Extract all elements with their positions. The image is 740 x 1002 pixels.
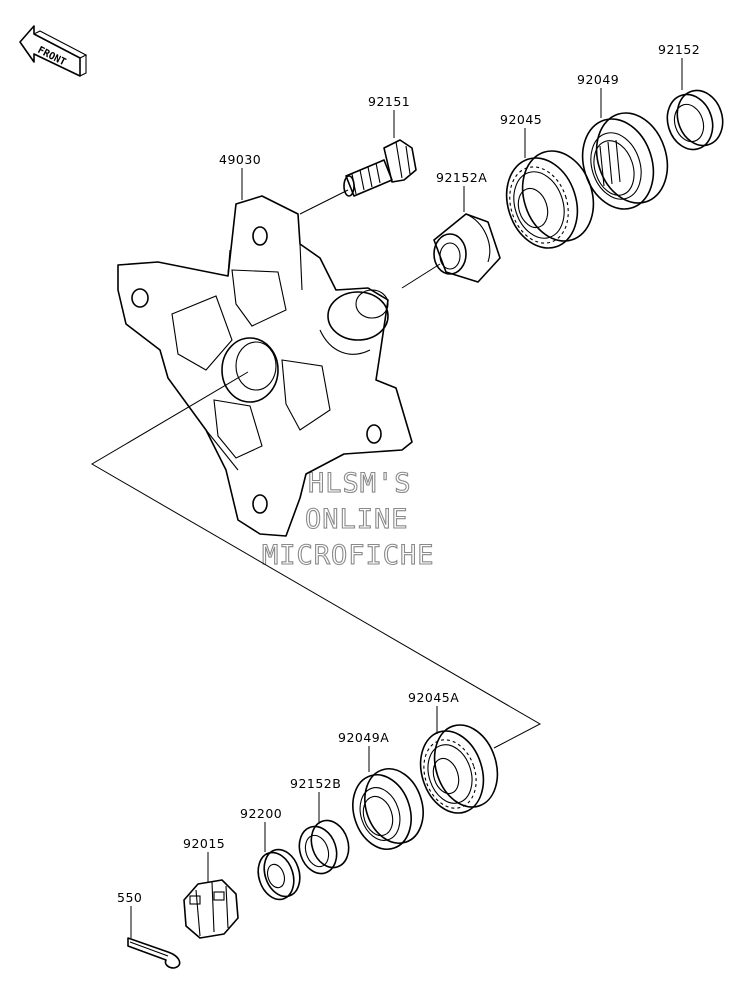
oil-seal-92049A: [352, 768, 424, 850]
watermark: HLSM'S ONLINE MICROFICHE: [261, 467, 435, 571]
label-92049: 92049: [577, 72, 619, 87]
label-92015: 92015: [183, 836, 225, 851]
label-49030: 49030: [219, 152, 261, 167]
stud-bolt: [343, 139, 417, 197]
cotter-pin-550: [127, 937, 181, 969]
label-92152B: 92152B: [290, 776, 341, 791]
watermark-line-1: HLSM'S: [308, 468, 412, 499]
collar-92152A: [433, 213, 501, 283]
hub: [117, 195, 413, 537]
label-92049A: 92049A: [338, 730, 389, 745]
collar-92152B: [298, 819, 350, 875]
watermark-line-2: ONLINE: [305, 504, 409, 535]
castle-nut-92015: [183, 879, 239, 939]
assembly-bracket-lines: [91, 189, 542, 749]
label-92200: 92200: [240, 806, 282, 821]
washer-92200: [257, 848, 301, 901]
label-92151: 92151: [368, 94, 410, 109]
label-550: 550: [117, 890, 142, 905]
front-arrow-icon: FRONT: [19, 25, 88, 77]
leader-lines: [130, 58, 683, 938]
label-92045A: 92045A: [408, 690, 459, 705]
bearing-92045A: [419, 724, 499, 814]
watermark-line-3: MICROFICHE: [262, 540, 435, 571]
label-92152: 92152: [658, 42, 700, 57]
label-92045: 92045: [500, 112, 542, 127]
collar-92152: [666, 89, 724, 151]
label-92152A: 92152A: [436, 170, 487, 185]
bearing-92045: [505, 150, 595, 249]
oil-seal-92049: [581, 112, 669, 210]
part-labels: 92151 49030 92045 92049 92152 92152A 920…: [117, 42, 700, 905]
